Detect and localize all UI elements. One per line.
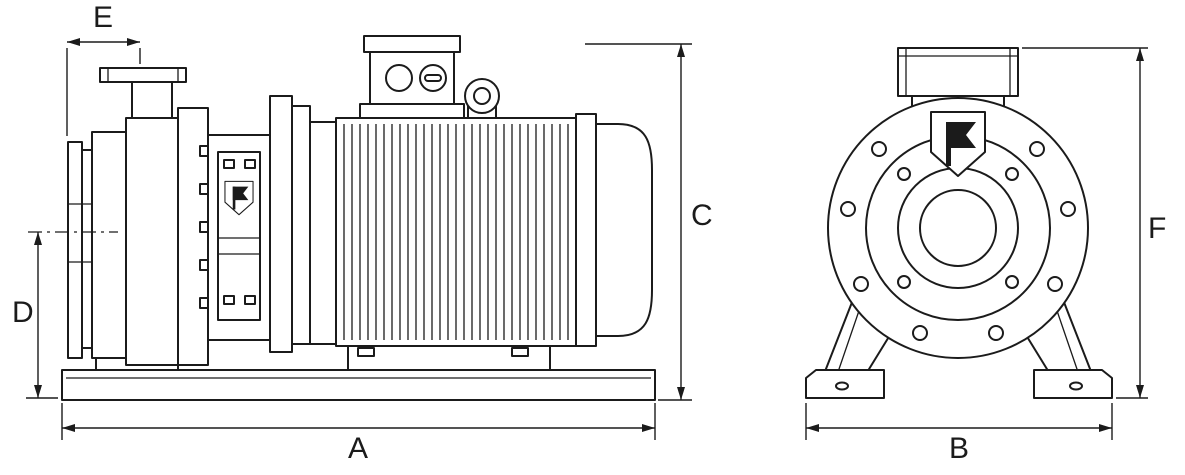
left-foot-hole (835, 381, 849, 391)
bracket-nut (244, 159, 256, 169)
casing-bolt (988, 325, 1004, 341)
motor-foot-bolt (511, 347, 529, 357)
discharge-flange (99, 67, 187, 83)
casing-bolt (1029, 141, 1045, 157)
arrowhead (127, 38, 140, 46)
arrowhead (677, 44, 685, 57)
bracket-nut (223, 159, 235, 169)
side-view (28, 35, 656, 401)
motor-foot-bolt (357, 347, 375, 357)
dimension-b: B (805, 403, 1113, 465)
casing-gasket (81, 149, 93, 349)
dimension-f: F (1022, 47, 1166, 399)
terminal-box-lid (363, 35, 461, 53)
coupling-flange-inner (291, 105, 311, 345)
casing-bolt (853, 276, 869, 292)
bearing-bracket (207, 134, 271, 341)
bracket-nut (223, 295, 235, 305)
terminal-box-base (359, 103, 465, 119)
lifting-eye (464, 78, 500, 119)
flange-hole (1005, 167, 1019, 181)
dim-label-d: D (12, 296, 34, 329)
discharge-nozzle (99, 67, 187, 121)
casing-bolt (912, 325, 928, 341)
casing-bolt (1060, 201, 1076, 217)
motor-top (897, 47, 1019, 97)
casing-front-face (827, 97, 1089, 359)
suction-flange (67, 141, 83, 359)
motor-end-cover (595, 123, 653, 337)
dim-label-f: F (1148, 212, 1166, 245)
casing-front (91, 131, 127, 359)
cable-gland (385, 64, 413, 92)
arrowhead (62, 424, 75, 432)
dim-label-e: E (93, 1, 113, 34)
arrowhead (806, 424, 819, 432)
casing-bolt (1047, 276, 1063, 292)
arrowhead (34, 385, 42, 398)
right-foot-hole (1069, 381, 1083, 391)
front-view (805, 47, 1113, 399)
arrowhead (1136, 385, 1144, 398)
flange-hole (897, 167, 911, 181)
lifting-eye-hole (473, 87, 491, 105)
casing-bolt (871, 141, 887, 157)
arrowhead (1136, 48, 1144, 61)
terminal-box (359, 35, 465, 119)
arrowhead (1099, 424, 1112, 432)
dimension-e: E (66, 1, 141, 136)
bracket-nut (244, 295, 256, 305)
motor-front-flange (309, 121, 337, 345)
flange-hole (1005, 275, 1019, 289)
dim-label-c: C (691, 199, 713, 232)
dimension-d: D (12, 232, 58, 399)
mounting-feet (805, 369, 1113, 399)
suction-bore-circle (919, 189, 997, 267)
motor (335, 113, 653, 347)
casing-main (125, 117, 179, 366)
arrowhead (67, 38, 80, 46)
motor-cooling-fins (343, 124, 569, 340)
baseplate (61, 369, 656, 401)
flange-hole (897, 275, 911, 289)
dimension-annotations: E A C D (12, 1, 1166, 465)
dimension-c: C (585, 43, 713, 401)
motor-end-flange (575, 113, 597, 347)
left-leg-fold (837, 301, 863, 373)
dim-label-b: B (949, 432, 969, 465)
dimension-a: A (61, 403, 656, 465)
right-leg-fold (1053, 301, 1079, 373)
pump-casing (67, 107, 215, 366)
casing-bolt (840, 201, 856, 217)
coupling-flange-outer (269, 95, 293, 353)
arrowhead (642, 424, 655, 432)
motor-foot (347, 343, 551, 371)
arrowhead (677, 387, 685, 400)
gland-slot (424, 74, 442, 82)
dim-label-a: A (348, 432, 368, 465)
arrowhead (34, 232, 42, 245)
bracket-window (217, 151, 261, 321)
